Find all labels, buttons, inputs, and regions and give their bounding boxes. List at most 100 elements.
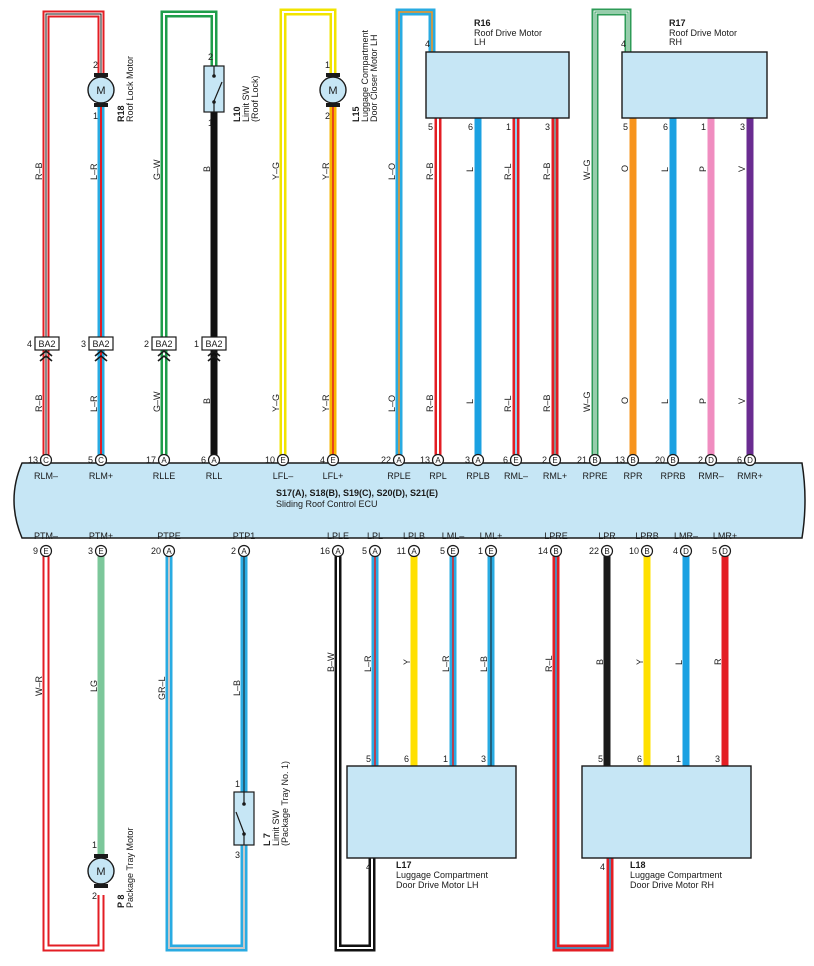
pin-label: 6: [404, 754, 409, 764]
pin-label: 5: [366, 754, 371, 764]
wire-color-label: L: [674, 660, 684, 665]
pin-connector-circle: [679, 544, 693, 558]
ecu-pin-number: 22: [589, 546, 599, 556]
component-code: R18: [116, 105, 126, 122]
limit-switch-roof-lock: 2 1: [203, 52, 225, 128]
pin-label: 1: [676, 754, 681, 764]
ecu-pin-number: 21: [577, 455, 587, 465]
wire-color-label: Y–G: [271, 162, 281, 180]
ecu-code: S17(A), S18(B), S19(C), S20(D), S21(E): [276, 488, 438, 498]
ecu-signal-name: RLLE: [153, 471, 176, 481]
pin-connector-circle: [718, 544, 732, 558]
wire-color-label: Y–G: [271, 394, 281, 412]
pin-label: 5: [428, 122, 433, 132]
ecu-signal-name: LPRB: [635, 531, 659, 541]
pin-label: 6: [637, 754, 642, 764]
connector-letter: E: [280, 456, 285, 465]
component-name: Roof Drive Motor: [669, 28, 737, 38]
motor-symbol: M: [328, 85, 337, 97]
ecu-signal-name: RPRE: [582, 471, 607, 481]
ecu-pin-number: 17: [146, 455, 156, 465]
ecu-signal-name: RPRB: [660, 471, 685, 481]
wire-color-label: R–L: [503, 395, 513, 412]
motor-symbol: M: [96, 866, 105, 878]
ecu-pin-number: 6: [737, 455, 742, 465]
wire-color-label: G–W: [152, 391, 162, 412]
pin-label: 1: [701, 122, 706, 132]
lower-wire-labels: R–B L–R G–W B Y–G Y–R L–O R–B L R–L R–B …: [34, 391, 747, 412]
pin-connector-circle: [276, 453, 290, 467]
pin-label: 4: [366, 862, 371, 872]
pin-label: 1: [194, 339, 199, 349]
connector-letter: C: [43, 456, 49, 465]
ecu-bottom-pins: E9PTM–E3PTM+A20PTPEA2PTP1A16LPLEA5LPLA11…: [33, 531, 737, 558]
ecu-pin-number: 5: [440, 546, 445, 556]
ecu-pin-number: 2: [231, 546, 236, 556]
pin-connector-circle: [704, 453, 718, 467]
ecu-signal-name: RMR+: [737, 471, 763, 481]
motor-symbol: M: [96, 85, 105, 97]
pin-label: 6: [663, 122, 668, 132]
connector-letter: B: [592, 456, 597, 465]
pin-label: 4: [600, 862, 605, 872]
component-name-sub: RH: [669, 37, 682, 47]
wire-color-label: B–W: [326, 652, 336, 672]
ecu-pin-number: 5: [712, 546, 717, 556]
ecu-signal-name: LML–: [442, 531, 465, 541]
connector-letter: B: [630, 456, 635, 465]
connector-letter: A: [396, 456, 402, 465]
wire-color-label: R–B: [425, 394, 435, 412]
wire-color-label: Y: [635, 659, 645, 665]
connector-letter: A: [166, 547, 172, 556]
ecu-signal-name: LPL: [367, 531, 383, 541]
connector-letter: B: [604, 547, 609, 556]
component-code: L15: [351, 106, 361, 122]
component-code: L 7: [262, 833, 272, 846]
pin-label: 2: [92, 891, 97, 901]
component-code: L18: [630, 860, 646, 870]
ecu-pin-number: 2: [542, 455, 547, 465]
wire-color-label: L: [660, 167, 670, 172]
component-name: Roof Lock Motor: [125, 56, 135, 122]
pin-connector-circle: [326, 453, 340, 467]
pin-connector-circle: [368, 544, 382, 558]
ecu-signal-name: LFL–: [273, 471, 294, 481]
wire-color-label: O: [620, 397, 630, 404]
ecu-pin-number: 13: [420, 455, 430, 465]
pin-connector-circle: [626, 453, 640, 467]
ba2-connector: BA2 2: [144, 336, 177, 362]
wire-ptm-minus: [42, 555, 105, 952]
ecu-pin-number: 16: [320, 546, 330, 556]
r17-pins: 4 5 6 1 3: [621, 39, 745, 132]
limit-switch-package-tray: 1 3: [233, 779, 255, 860]
wire-color-label: B: [202, 166, 212, 172]
component-name: Limit SW: [271, 809, 281, 846]
pin-connector-circle: [588, 453, 602, 467]
pin-connector-circle: [331, 544, 345, 558]
connector-letter: A: [211, 456, 217, 465]
wire-color-label: L–O: [387, 163, 397, 180]
connector-letter: C: [98, 456, 104, 465]
wire-color-label: B: [595, 659, 605, 665]
pin-connector-circle: [237, 544, 251, 558]
connector-letter: D: [722, 547, 728, 556]
pin-connector-circle: [548, 453, 562, 467]
wire-color-label: L–B: [479, 656, 489, 672]
pin-connector-circle: [407, 544, 421, 558]
ecu-signal-name: LML+: [480, 531, 503, 541]
upper-wire-labels: R–B L–R G–W B Y–G Y–R L–O R–B L R–L R–B …: [34, 159, 747, 180]
connector-letter: A: [161, 456, 167, 465]
component-name: Luggage Compartment: [396, 870, 489, 880]
wire-color-label: Y: [402, 659, 412, 665]
